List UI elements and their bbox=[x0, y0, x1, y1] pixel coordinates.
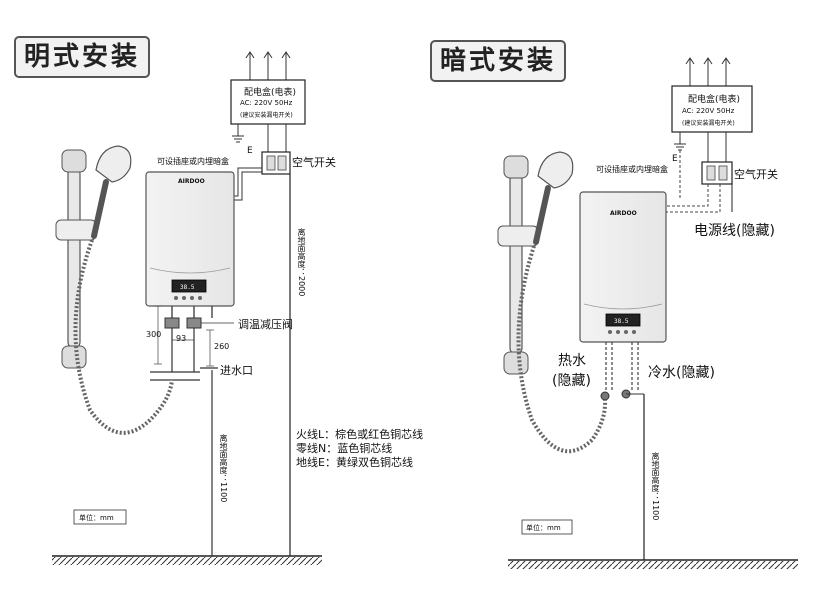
right-air-switch bbox=[701, 161, 733, 185]
left-height-2000: 离地面高度：2000 bbox=[297, 228, 306, 297]
left-panel-drawing: 38.5 bbox=[52, 51, 322, 565]
left-shower-hose bbox=[73, 239, 174, 435]
left-socket-label: 可设插座或内埋暗盒 bbox=[157, 157, 229, 166]
left-dim-93: 93 bbox=[176, 334, 187, 343]
right-panel-drawing: 38.5 bbox=[497, 57, 798, 569]
left-supply-wires bbox=[245, 51, 291, 80]
left-ground bbox=[52, 555, 322, 565]
left-switch-label: 空气开关 bbox=[292, 156, 336, 169]
right-ground-mark: E bbox=[672, 154, 678, 164]
right-water-heater: 38.5 bbox=[579, 191, 667, 343]
left-air-switch bbox=[261, 151, 291, 175]
left-box-title: 配电盒(电表) bbox=[244, 88, 297, 98]
right-cold-label: 冷水(隐藏) bbox=[648, 365, 715, 381]
left-wire-neutral: 零线N：蓝色铜芯线 bbox=[296, 442, 393, 455]
left-box-spec: AC: 220V 50Hz bbox=[240, 99, 293, 107]
svg-text:38.5: 38.5 bbox=[614, 318, 629, 325]
right-ground bbox=[508, 559, 798, 569]
left-ground-mark: E bbox=[247, 146, 253, 156]
right-box-spec: AC: 220V 50Hz bbox=[682, 107, 735, 115]
right-hot-label-1: 热水 bbox=[558, 353, 586, 369]
left-panel-title: 明式安装 bbox=[14, 36, 151, 78]
left-brand-logo: AIRDOO bbox=[178, 178, 205, 185]
left-height-1100: 离地面高度：1100 bbox=[219, 434, 228, 503]
right-box-title: 配电盒(电表) bbox=[688, 95, 741, 105]
right-switch-label: 空气开关 bbox=[734, 168, 778, 181]
left-mixing-valve bbox=[164, 317, 234, 329]
right-hidden-pipes bbox=[605, 342, 639, 392]
right-unit-label: 单位：mm bbox=[526, 524, 561, 532]
left-wire-earth: 地线E：黄绿双色铜芯线 bbox=[296, 456, 413, 469]
left-valve-label: 调温减压阀 bbox=[238, 318, 293, 331]
left-wire-live: 火线L：棕色或红色铜芯线 bbox=[296, 428, 424, 441]
left-water-heater: 38.5 bbox=[145, 171, 235, 307]
left-dim-300: 300 bbox=[146, 330, 162, 339]
svg-text:38.5: 38.5 bbox=[180, 284, 195, 291]
left-inlet-label: 进水口 bbox=[220, 364, 253, 377]
left-unit-label: 单位：mm bbox=[79, 514, 114, 522]
right-hot-label-2: (隐藏) bbox=[552, 373, 591, 389]
right-hidden-power-cable bbox=[666, 150, 721, 213]
left-box-note: (建议安装漏电开关) bbox=[240, 112, 293, 119]
right-distribution-box bbox=[671, 85, 753, 133]
right-shower-hose bbox=[516, 245, 608, 454]
right-power-label: 电源线(隐藏) bbox=[694, 223, 775, 239]
left-distribution-box bbox=[230, 79, 306, 125]
right-socket-label: 可设插座或内埋暗盒 bbox=[596, 165, 668, 174]
left-dim-260: 260 bbox=[214, 342, 230, 351]
right-brand-logo: AIRDOO bbox=[610, 210, 637, 217]
right-shower-head bbox=[533, 151, 574, 245]
right-box-note: (建议安装漏电开关) bbox=[682, 120, 735, 127]
right-panel-title: 暗式安装 bbox=[430, 40, 567, 82]
right-height-1100: 离地面高度：1100 bbox=[651, 452, 660, 521]
left-shower-head bbox=[91, 145, 132, 239]
